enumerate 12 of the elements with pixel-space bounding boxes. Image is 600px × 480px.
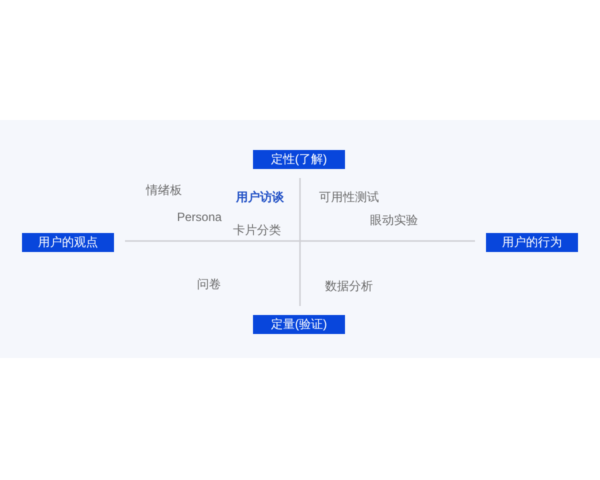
- method-label: 问卷: [197, 277, 221, 291]
- axis-end-label: 定性(了解): [253, 150, 345, 169]
- axis-end-label: 用户的行为: [486, 233, 578, 252]
- method-label: 卡片分类: [233, 223, 281, 237]
- highlighted-method-label: 用户访谈: [236, 190, 284, 204]
- method-label: 数据分析: [325, 279, 373, 293]
- method-label: 可用性测试: [319, 190, 379, 204]
- axis-end-label: 用户的观点: [22, 233, 114, 252]
- method-label: Persona: [177, 210, 222, 224]
- method-label: 眼动实验: [370, 213, 418, 227]
- method-label: 情绪板: [146, 183, 182, 197]
- axis-end-label: 定量(验证): [253, 315, 345, 334]
